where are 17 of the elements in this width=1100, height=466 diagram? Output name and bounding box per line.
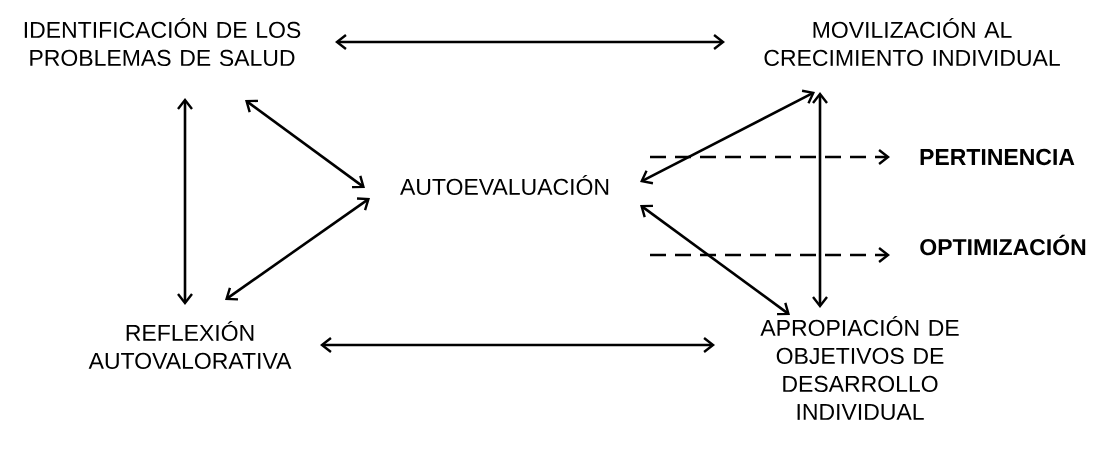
arrow: [812, 92, 828, 308]
concept-label: APROPIACIÓN DE OBJETIVOS DE DESARROLLO INDIVIDUAL: [760, 315, 959, 421]
concept-label: REFLEXIÓN AUTOVALORATIVA: [88, 320, 292, 370]
arrow: [335, 34, 725, 50]
concept-label: AUTOEVALUACIÓN: [400, 174, 609, 196]
concept-label: PERTINENCIA: [920, 148, 1075, 166]
arrow: [245, 99, 365, 189]
arrow: [650, 247, 890, 263]
arrow: [640, 89, 815, 185]
arrow: [650, 149, 890, 165]
concept-label: MOVILIZACIÓN AL CRECIMIENTO INDIVIDUAL: [764, 17, 1060, 67]
concept-label: IDENTIFICACIÓN DE LOS PROBLEMAS DE SALUD: [24, 17, 301, 67]
arrow: [640, 204, 790, 316]
arrow: [225, 197, 370, 301]
arrow: [177, 98, 193, 305]
concept-label: OPTIMIZACIÓN: [920, 234, 1086, 256]
arrow: [320, 337, 715, 353]
